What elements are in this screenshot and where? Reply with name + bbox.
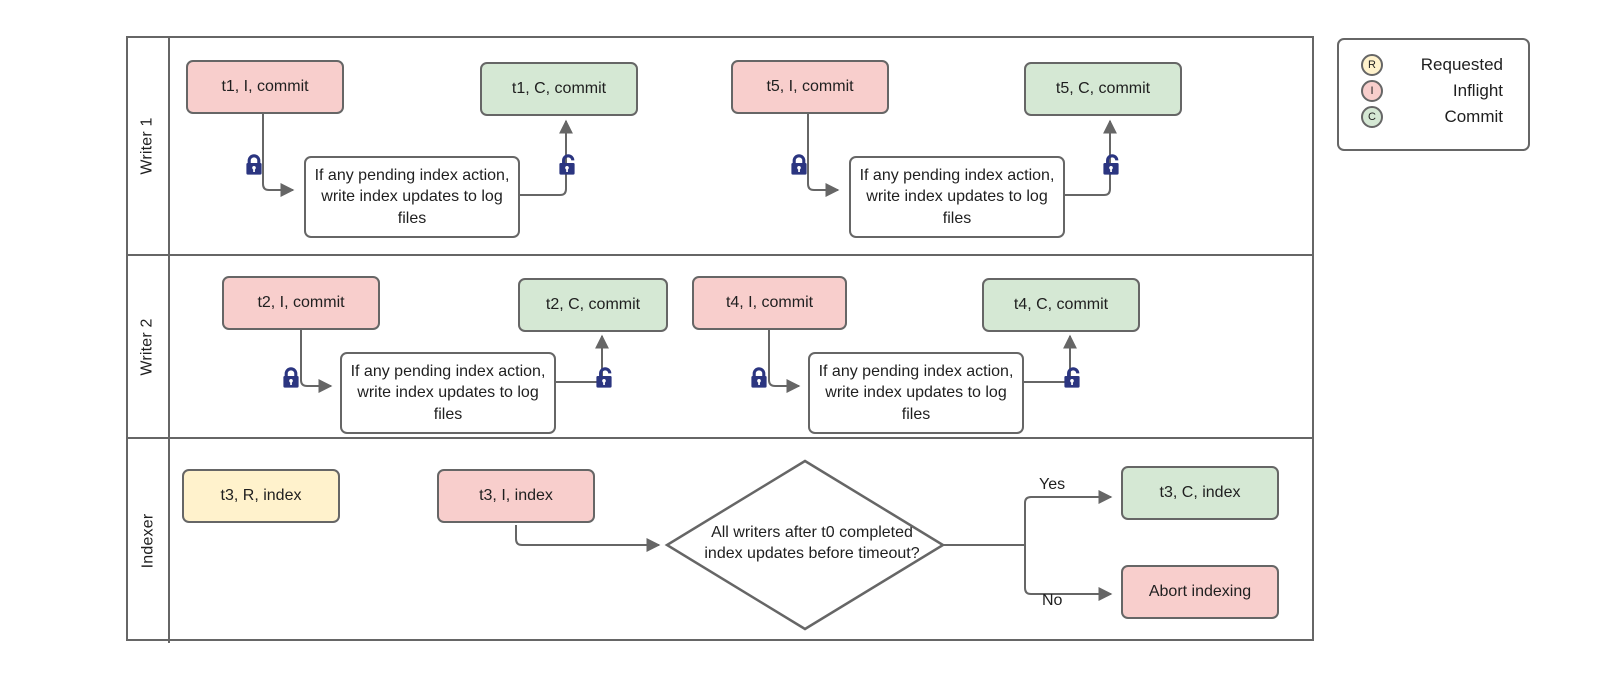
lane-body-writer2: t2, I, commit If any pending index actio…	[170, 256, 1312, 437]
lane-body-indexer: t3, R, index t3, I, index t3, C, index A…	[170, 439, 1312, 643]
lane-header-writer2: Writer 2	[128, 256, 170, 437]
lock-open-icon	[1061, 366, 1083, 390]
lane-header-indexer: Indexer	[128, 439, 170, 643]
node-w1-t5-commit[interactable]: t5, C, commit	[1024, 62, 1182, 116]
edge-label-no: No	[1042, 592, 1063, 609]
node-w2-t2-commit[interactable]: t2, C, commit	[518, 278, 668, 332]
lane-header-writer1: Writer 1	[128, 38, 170, 254]
node-ix-t3-requested[interactable]: t3, R, index	[182, 469, 340, 523]
node-ix-t3-inflight[interactable]: t3, I, index	[437, 469, 595, 523]
badge-commit-icon: C	[1361, 106, 1383, 128]
lock-closed-icon	[243, 153, 265, 177]
lock-open-icon	[593, 366, 615, 390]
badge-requested-icon: R	[1361, 54, 1383, 76]
node-w2-t2-inflight[interactable]: t2, I, commit	[222, 276, 380, 330]
node-w1-task-b[interactable]: If any pending index action, write index…	[849, 156, 1065, 238]
lock-closed-icon	[280, 366, 302, 390]
legend-label-requested: Requested	[1420, 55, 1503, 74]
lane-label-writer2: Writer 2	[139, 317, 156, 376]
node-w2-task-b[interactable]: If any pending index action, write index…	[808, 352, 1024, 434]
node-w1-t1-commit[interactable]: t1, C, commit	[480, 62, 638, 116]
node-w2-task-a[interactable]: If any pending index action, write index…	[340, 352, 556, 434]
legend-item-commit: C Commit	[1339, 104, 1528, 130]
lane-body-writer1: t1, I, commit If any pending index actio…	[170, 38, 1312, 254]
lane-label-indexer: Indexer	[139, 513, 156, 569]
legend: R Requested I Inflight C Commit	[1337, 38, 1530, 151]
node-w1-t1-inflight[interactable]: t1, I, commit	[186, 60, 344, 114]
node-w2-t4-commit[interactable]: t4, C, commit	[982, 278, 1140, 332]
lane-label-writer1: Writer 1	[139, 117, 156, 175]
badge-inflight-icon: I	[1361, 80, 1383, 102]
lane-writer2: Writer 2 t2, I, commit If any pending in…	[128, 256, 1312, 439]
decision-label: All writers after t0 completed index upd…	[704, 523, 920, 562]
legend-label-inflight: Inflight	[1452, 81, 1503, 100]
lock-open-icon	[556, 153, 578, 177]
lane-writer1: Writer 1 t1, I, commit If any pending in…	[128, 38, 1312, 256]
node-w2-t4-inflight[interactable]: t4, I, commit	[692, 276, 847, 330]
legend-item-requested: R Requested	[1339, 52, 1528, 78]
node-ix-t3-commit[interactable]: t3, C, index	[1121, 466, 1279, 520]
legend-item-inflight: I Inflight	[1339, 78, 1528, 104]
swimlane-pool: Writer 1 t1, I, commit If any pending in…	[126, 36, 1314, 643]
lock-closed-icon	[748, 366, 770, 390]
node-w1-task-a[interactable]: If any pending index action, write index…	[304, 156, 520, 238]
lock-open-icon	[1100, 153, 1122, 177]
node-ix-abort[interactable]: Abort indexing	[1121, 565, 1279, 619]
lock-closed-icon	[788, 153, 810, 177]
legend-label-commit: Commit	[1444, 107, 1503, 126]
lane-indexer: Indexer t3, R, index t3, I, index t3, C,…	[128, 439, 1312, 643]
edge-label-yes: Yes	[1039, 476, 1066, 493]
node-w1-t5-inflight[interactable]: t5, I, commit	[731, 60, 889, 114]
node-ix-decision[interactable]: All writers after t0 completed index upd…	[672, 457, 952, 629]
